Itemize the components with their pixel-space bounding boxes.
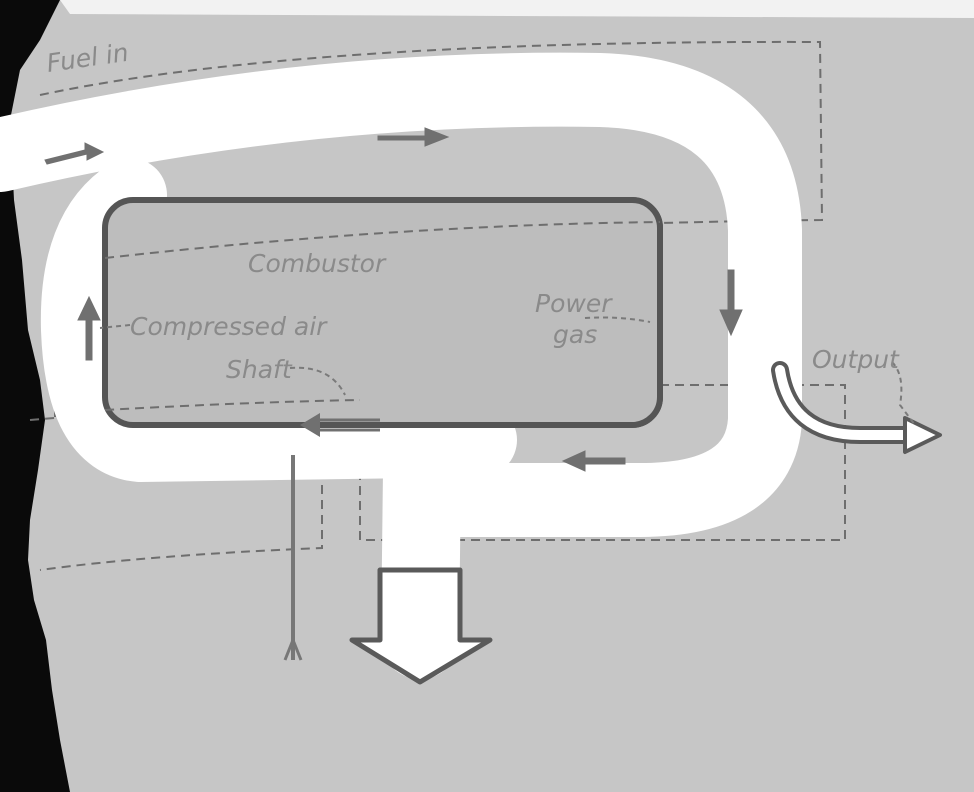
combustor-inner-dash <box>104 221 661 259</box>
exhaust-arrow <box>349 567 493 685</box>
shaft <box>283 455 303 661</box>
compressed-air-label: Compressed air <box>130 312 328 341</box>
combustor-box-top <box>102 197 663 428</box>
scan-edge-shadow <box>0 0 70 792</box>
label-leaders <box>99 316 916 426</box>
arrow-up-left <box>77 295 101 361</box>
fuel-in-label: Fuel in <box>45 38 131 78</box>
power-gas-label-line2: gas <box>553 320 597 349</box>
arrow-right-inlet <box>44 142 105 165</box>
flow-direction-arrows <box>44 127 743 472</box>
arrow-down-right <box>719 269 743 337</box>
paper-top-band <box>60 0 974 18</box>
output-label: Output <box>812 345 900 374</box>
shaft-double-arrow <box>300 413 380 437</box>
power-gas-label-line1: Power <box>535 289 613 318</box>
arrow-right-top <box>377 127 450 147</box>
combustor-label: Combustor <box>248 249 387 278</box>
combustor-lower-dash <box>104 399 361 411</box>
output-arrow <box>771 361 942 454</box>
shaft-label: Shaft <box>226 355 293 384</box>
arrow-left-bottom <box>561 450 626 472</box>
